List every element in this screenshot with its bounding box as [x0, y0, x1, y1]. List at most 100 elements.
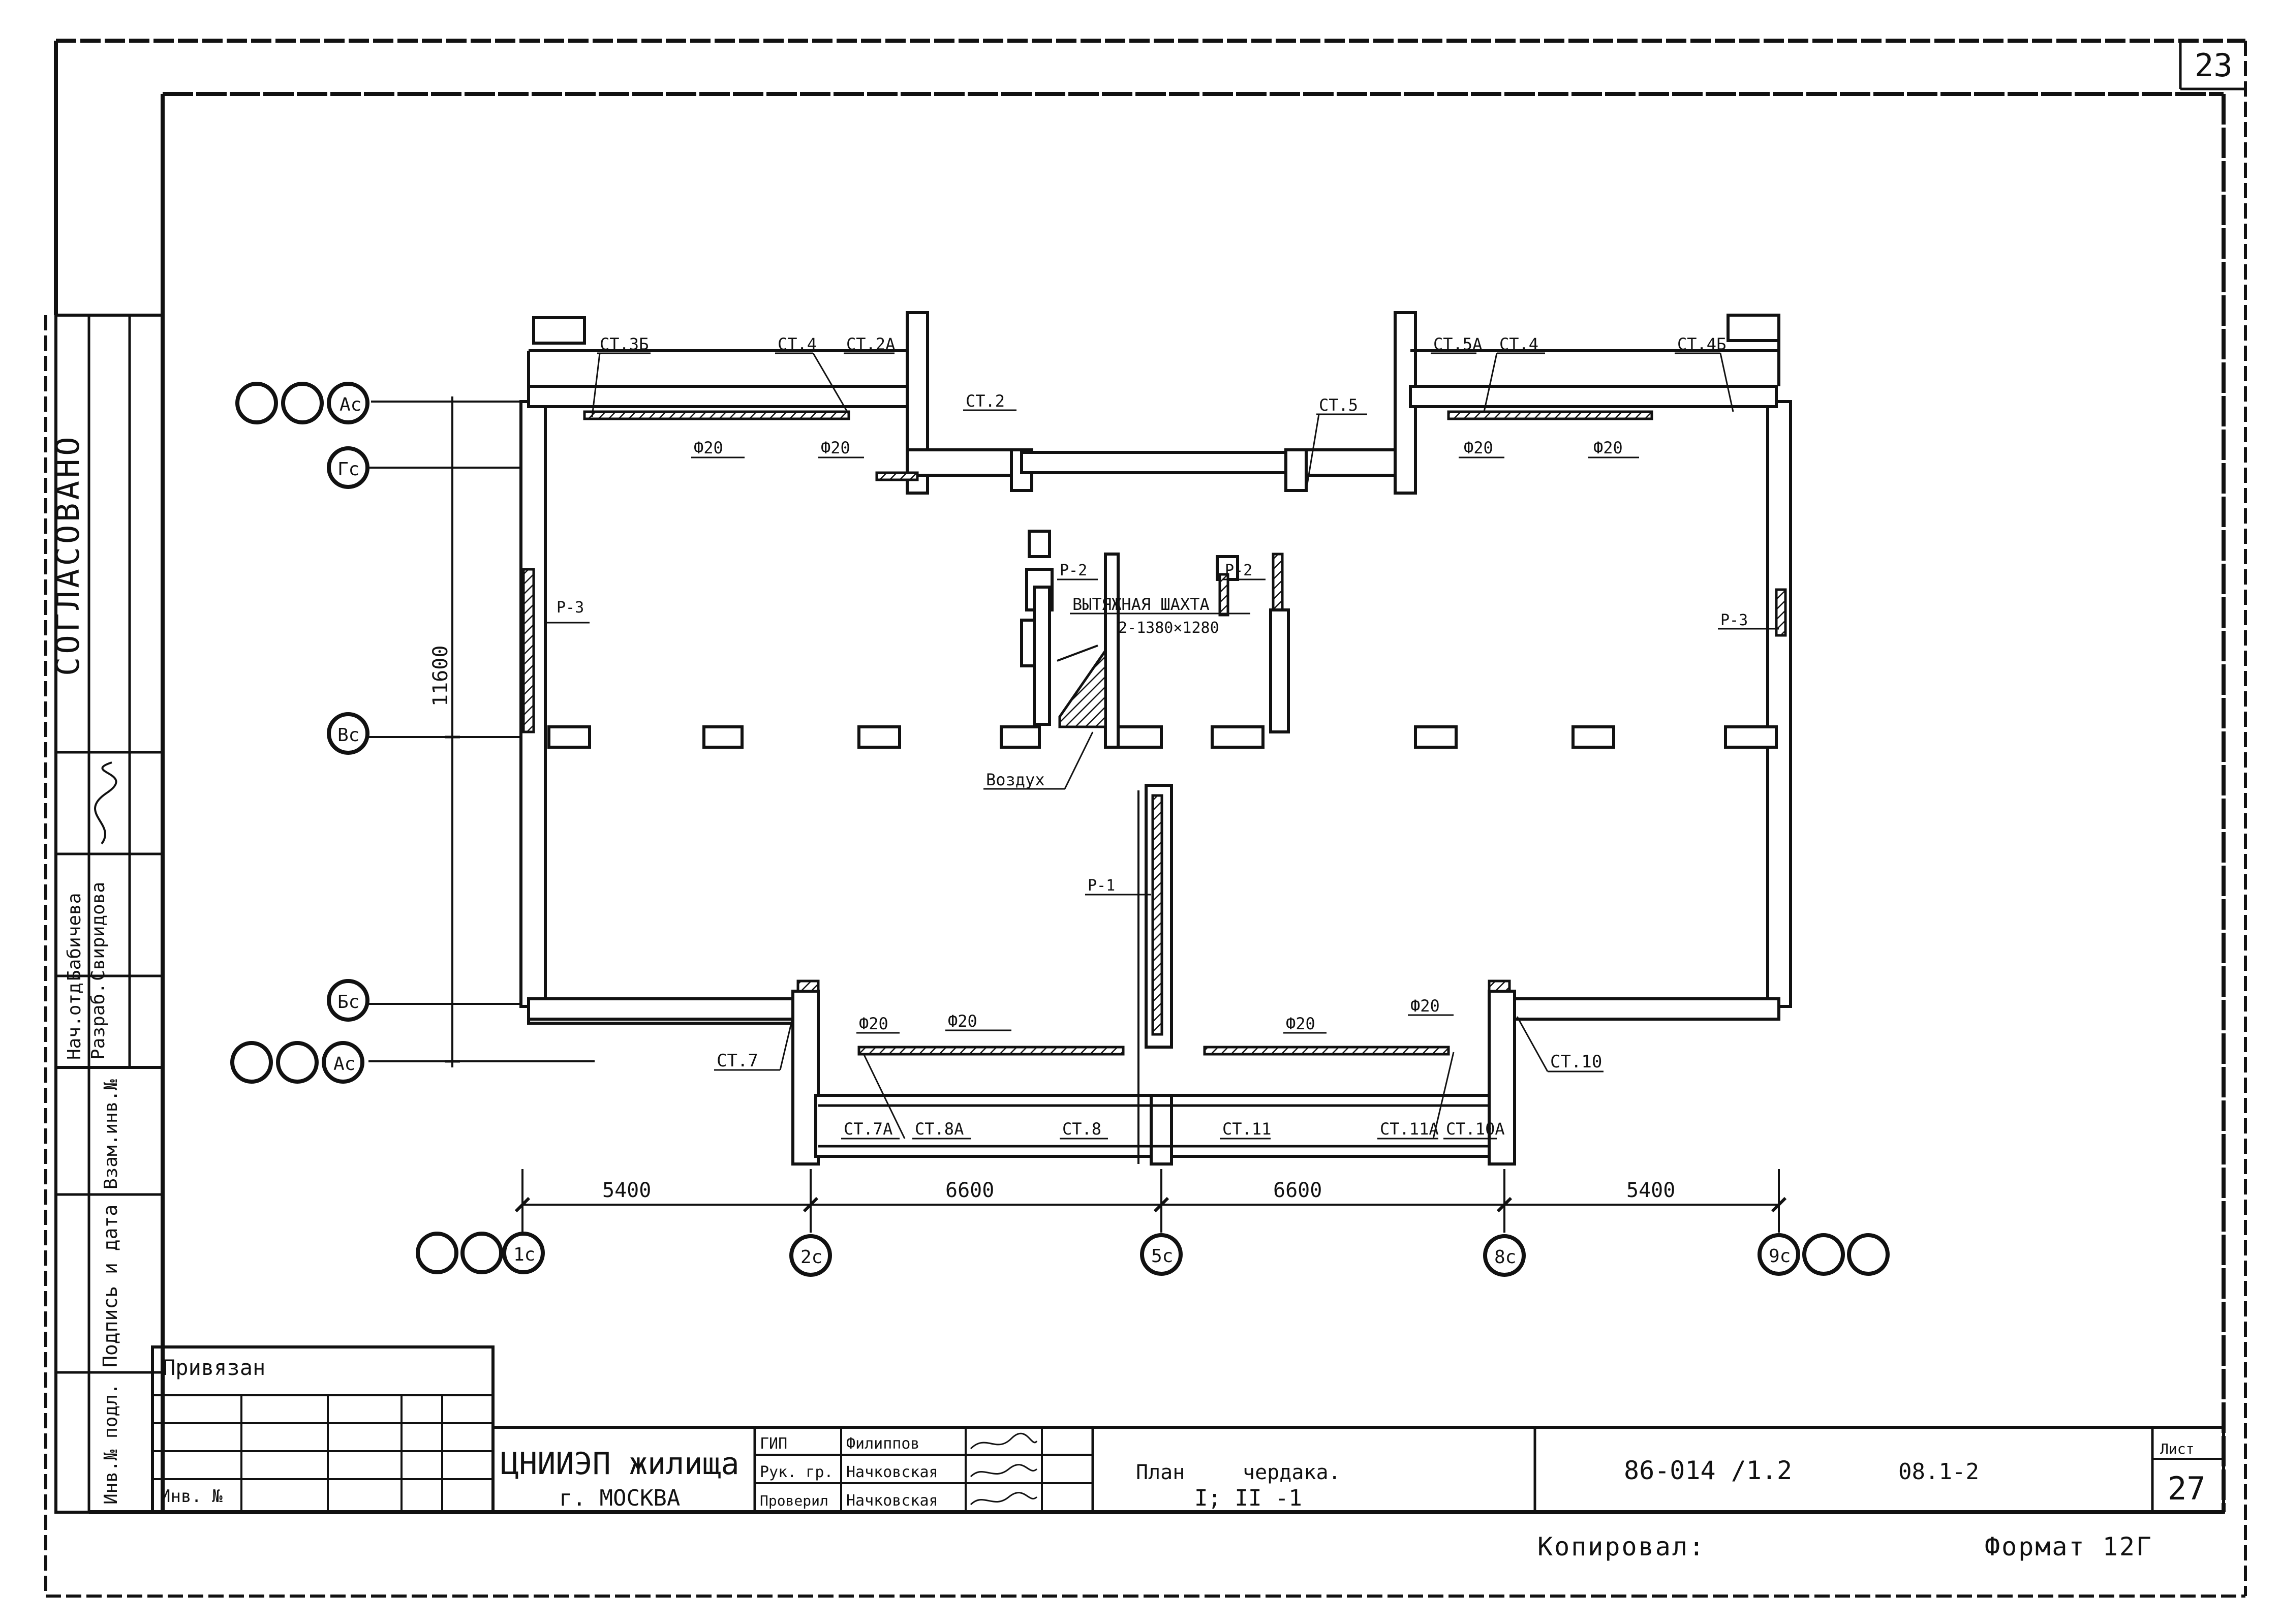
stamp-signature-mark [94, 761, 117, 845]
attic-plan: 11600 Ас Гс Вс Бс Ас [230, 311, 1890, 1277]
label-phi-top-1: Ф20 [694, 438, 723, 457]
drawing-code: 86-014 /1.2 [1624, 1456, 1792, 1485]
exterior-walls [519, 311, 1792, 1166]
title-block: ЦНИИЭП жилища г. МОСКВА ГИП Рук. гр. Про… [491, 1426, 2225, 1514]
axis-label-row-3: Вс [337, 725, 359, 746]
label-p3-left: Р-3 [557, 599, 584, 617]
central-beam [1137, 784, 1173, 1164]
axis-label-col-5: 9с [1769, 1246, 1791, 1267]
format-label: Формат 12Г [1985, 1532, 2153, 1561]
outer-frame [44, 39, 2247, 1598]
exhaust-shaft [1020, 530, 1290, 749]
axis-bubble-row-4 [327, 979, 369, 1022]
axis-bubble-row-2 [327, 446, 369, 489]
label-phi-bottom-1: Ф20 [859, 1014, 888, 1033]
row-axis-lines: 11600 [368, 396, 595, 1067]
axis-label-col-3: 5с [1151, 1246, 1173, 1267]
drawing-word-1: План [1136, 1461, 1185, 1484]
drawing-sub: I; II -1 [1194, 1485, 1302, 1511]
axis-bubble-col-4 [1483, 1234, 1526, 1277]
replace-inv-label: Взам.инв.№ [101, 1079, 121, 1189]
privyazan-inv-label: Инв. № [160, 1486, 223, 1507]
label-phi-bottom-2: Ф20 [948, 1012, 977, 1031]
row-axis-bubbles: Ас Гс Вс Бс Ас [230, 382, 369, 1084]
shaft-title: ВЫТЯЖНАЯ ШАХТА [1072, 595, 1210, 614]
label-top-6: СТ.5А [1433, 334, 1482, 354]
privyazan-title: Привязан [163, 1355, 265, 1380]
label-bottom-1: СТ.7 [717, 1051, 758, 1071]
label-phi-top-2: Ф20 [821, 438, 850, 457]
sheet-label: Лист [2160, 1441, 2194, 1457]
top-parapet-hatching [583, 410, 1653, 481]
org-line-2: г. МОСКВА [559, 1485, 680, 1511]
sign-date-label: Подпись и дата [99, 1205, 121, 1367]
dim-bottom-4: 5400 [1626, 1179, 1675, 1202]
name-3: Начковская [846, 1492, 938, 1510]
name-2: Начковская [846, 1463, 938, 1481]
label-p1: Р-1 [1088, 877, 1115, 895]
label-phi-top-4: Ф20 [1593, 438, 1623, 457]
org-line-1: ЦНИИЭП жилища [501, 1446, 739, 1482]
dim-bottom-2: 6600 [945, 1179, 994, 1202]
axis-label-row-1: Ас [340, 394, 361, 415]
drawing-code-2: 08.1-2 [1898, 1459, 1979, 1485]
dim-left: 11600 [429, 646, 452, 707]
agreed-label: СОГЛАСОВАНО [49, 434, 86, 676]
axis-label-col-2: 2с [800, 1247, 822, 1268]
label-top-2: СТ.4 [778, 334, 817, 354]
label-top-4: СТ.2 [966, 391, 1005, 411]
label-bottom-5: СТ.11 [1222, 1119, 1271, 1139]
axis-label-col-1: 1с [513, 1244, 535, 1265]
signature-3 [970, 1492, 1038, 1506]
dim-bottom-1: 5400 [602, 1179, 651, 1202]
top-right-number: 23 [2195, 47, 2233, 84]
role-2: Рук. гр. [760, 1463, 834, 1481]
label-phi-bottom-3: Ф20 [1286, 1014, 1315, 1033]
label-bottom-3: СТ.8А [915, 1119, 964, 1139]
label-bottom-7: СТ.10А [1446, 1119, 1505, 1139]
axis-bubble-row-1 [327, 382, 369, 424]
signature-1 [970, 1432, 1038, 1450]
name-1: Филиппов [846, 1435, 920, 1453]
top-right-number-box: 23 [2179, 41, 2245, 90]
column-axes: 5400 6600 6600 5400 1с 2с 5с 8с 9с [416, 1169, 1890, 1277]
signature-2 [970, 1464, 1038, 1478]
vozduh-label: Воздух [986, 770, 1045, 789]
label-top-1: СТ.3Б [600, 334, 649, 354]
plan-labels: СТ.3Б СТ.4 СТ.2А СТ.2 СТ.5 СТ.5А СТ.4 СТ… [546, 334, 1779, 1140]
label-p2-right: Р-2 [1225, 562, 1252, 579]
axis-label-col-4: 8с [1494, 1247, 1516, 1268]
role-3: Проверил [760, 1492, 828, 1509]
axis-label-row-4: Бс [337, 992, 359, 1013]
shaft-size: 2-1380×1280 [1118, 619, 1219, 637]
stamp-name-2: Свиридова [88, 882, 109, 981]
label-p3-right: Р-3 [1720, 611, 1748, 629]
label-p2-left: Р-2 [1060, 562, 1087, 579]
inv-orig-label: Инв.№ подл. [101, 1384, 121, 1505]
axis-label-row-5: Ас [333, 1054, 355, 1075]
label-bottom-8: СТ.10 [1550, 1052, 1602, 1072]
label-top-7: СТ.4 [1499, 334, 1538, 354]
axis-bubble-col-5 [1758, 1233, 1800, 1276]
stamp-name-1: Бабичева [64, 893, 85, 981]
label-bottom-2: СТ.7А [844, 1119, 892, 1139]
sheet-number: 27 [2168, 1470, 2206, 1507]
copied-label: Копировал: [1537, 1532, 1706, 1561]
label-top-5: СТ.5 [1319, 395, 1358, 415]
axis-bubble-col-1 [502, 1232, 545, 1274]
label-top-3: СТ.2А [846, 334, 895, 354]
label-phi-top-3: Ф20 [1464, 438, 1493, 457]
side-stamp: СОГЛАСОВАНО Нач.отд. Разраб. Бабичева Св… [49, 314, 164, 1514]
label-bottom-6: СТ.11А [1380, 1119, 1439, 1139]
label-bottom-4: СТ.8 [1062, 1119, 1101, 1139]
axis-label-row-2: Гс [337, 459, 359, 480]
role-1: ГИП [760, 1435, 787, 1453]
dim-bottom-3: 6600 [1273, 1179, 1322, 1202]
axis-bubble-row-5 [322, 1041, 364, 1084]
stamp-role-2: Разраб. [88, 983, 109, 1060]
label-phi-bottom-4: Ф20 [1410, 996, 1440, 1016]
stamp-role-1: Нач.отд. [64, 972, 85, 1060]
label-top-8: СТ.4Б [1677, 334, 1726, 354]
